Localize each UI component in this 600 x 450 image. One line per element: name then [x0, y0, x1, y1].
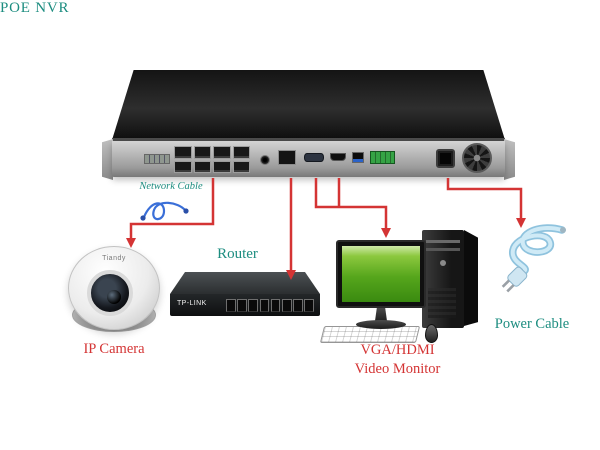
pc-tower [418, 226, 480, 330]
power-cable [501, 224, 566, 293]
ethernet-port [213, 146, 231, 159]
network-cable-icon [140, 201, 189, 221]
router-port [259, 299, 270, 312]
router-port [226, 299, 236, 312]
cable-end-connector [560, 227, 566, 233]
router-device: TP-LINK [170, 266, 320, 318]
monitor-label-line2: Video Monitor [354, 361, 441, 377]
ethernet-port [232, 146, 250, 159]
nvr-front-edge [112, 138, 505, 141]
arrow-nvr-to-power [446, 178, 526, 228]
nvr-audio-port [260, 155, 270, 165]
ethernet-port [174, 146, 192, 159]
nvr-fan [462, 143, 492, 173]
router-port [270, 299, 281, 312]
nvr-rack-ear-right [504, 139, 515, 180]
diagram-title: POE NVR [0, 0, 70, 16]
nvr-power-inlet [436, 149, 455, 168]
monitor-label-line1: VGA/HDMI [360, 342, 435, 358]
monitor [336, 240, 428, 332]
camera-brand-text: Tiandy [102, 255, 126, 262]
tower-vent [428, 288, 456, 318]
camera-lens [107, 290, 121, 304]
nvr-status-display [144, 154, 170, 164]
nvr-vga-port [304, 153, 324, 162]
power-plug [501, 266, 528, 293]
router-port [293, 299, 303, 312]
nvr-front-panel [112, 141, 505, 177]
ethernet-port [193, 146, 211, 159]
mouse [425, 324, 438, 343]
ethernet-port [232, 160, 250, 173]
router-label: Router [217, 246, 258, 262]
nvr-alarm-terminal [370, 151, 395, 164]
nvr-lan-port [278, 150, 296, 165]
router-port [304, 299, 314, 312]
nvr-poe-ports [174, 146, 250, 173]
router-ports [226, 299, 314, 312]
nvr-usb-port [352, 152, 364, 163]
optical-drive-slot [426, 248, 460, 251]
pc-tower-side [464, 230, 478, 326]
monitor-frame [336, 240, 426, 308]
nvr-hdmi-port [330, 153, 346, 161]
monitor-stand-neck [375, 308, 387, 321]
nvr-rack-ear-left [102, 139, 113, 180]
ip-camera-device: Tiandy [66, 246, 162, 338]
network-cable-label: Network Cable [139, 181, 203, 192]
router-top-panel [170, 272, 320, 294]
nvr-top-panel [112, 70, 505, 140]
ethernet-port [213, 160, 231, 173]
optical-drive-slot [426, 240, 460, 243]
power-cable-label: Power Cable [494, 316, 570, 332]
ethernet-port [193, 160, 211, 173]
power-button [440, 260, 446, 266]
monitor-stand-base [356, 320, 406, 329]
router-port [281, 299, 292, 312]
ethernet-port [174, 160, 192, 173]
monitor-screen [342, 246, 420, 302]
arrow-nvr-to-monitor [314, 178, 391, 238]
router-port [237, 299, 247, 312]
ip-camera-label: IP Camera [83, 341, 145, 357]
router-brand-text: TP-LINK [177, 300, 207, 307]
router-port [248, 299, 259, 312]
